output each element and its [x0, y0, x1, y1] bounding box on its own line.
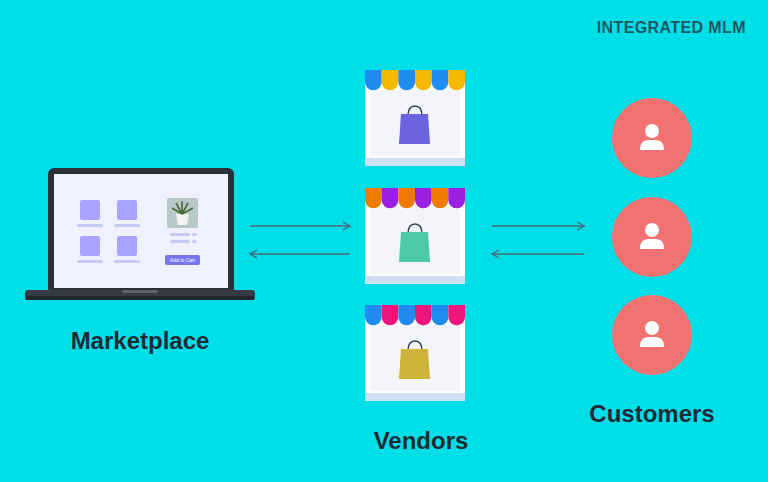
flow-arrow — [250, 225, 350, 226]
flow-arrow — [250, 253, 350, 254]
flow-arrow — [492, 253, 584, 254]
diagram-title: INTEGRATED MLM — [597, 19, 746, 37]
customer-icons — [612, 98, 692, 375]
marketplace-node: Marketplace — [30, 165, 250, 355]
store-icon — [365, 188, 465, 284]
node-label: Vendors — [350, 427, 492, 455]
customers-node: Customers — [584, 98, 719, 428]
laptop-icon — [25, 168, 255, 300]
flow-arrow — [492, 225, 584, 226]
node-label: Marketplace — [30, 327, 250, 355]
store-icons — [365, 70, 465, 401]
vendors-node: Vendors — [350, 70, 492, 455]
store-icon — [365, 305, 465, 401]
button-label: Add to Cart — [165, 255, 200, 265]
node-label: Customers — [584, 400, 719, 428]
store-icon — [365, 70, 465, 166]
